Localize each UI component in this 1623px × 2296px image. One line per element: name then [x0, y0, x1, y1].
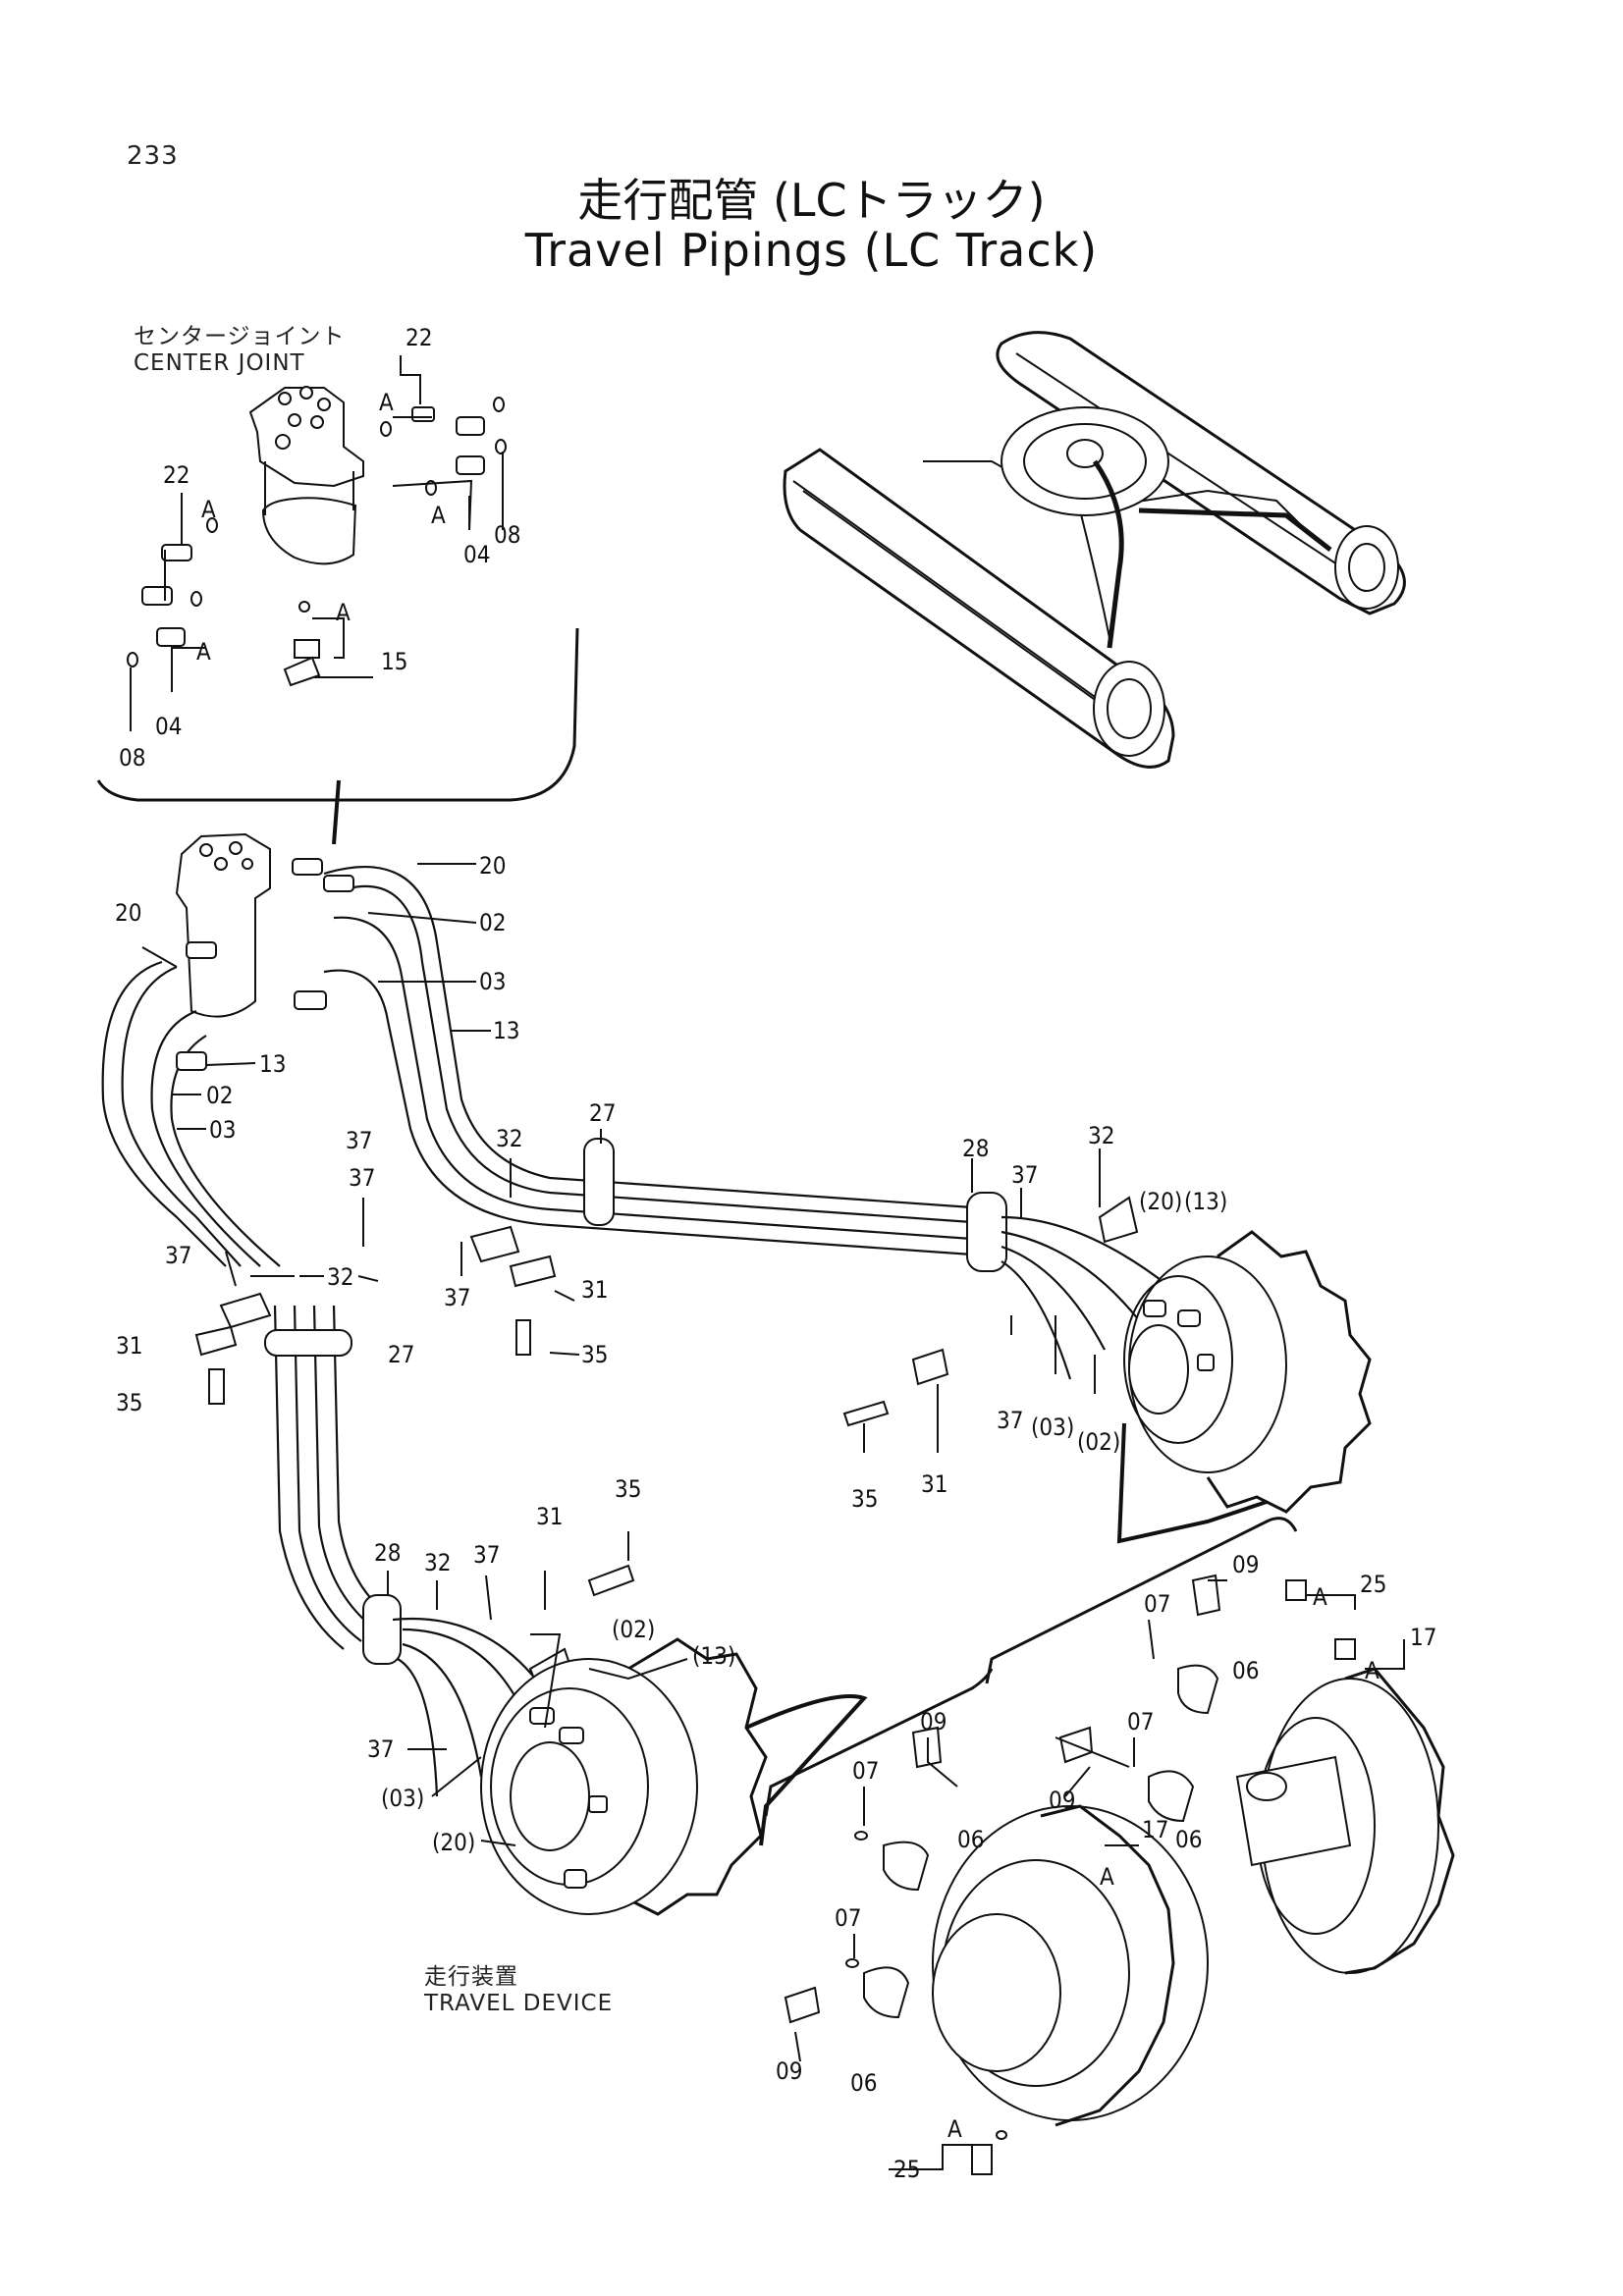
- callout-03: (03): [1031, 1414, 1074, 1441]
- callout-20: 20: [115, 899, 141, 927]
- callout-31: 31: [116, 1332, 142, 1360]
- callout-A: A: [1365, 1657, 1380, 1684]
- callout-20: 20: [479, 852, 506, 880]
- callout-32: 32: [496, 1125, 522, 1152]
- callout-A: A: [201, 496, 216, 523]
- callout-A: A: [947, 2115, 962, 2143]
- callout-37: 37: [1011, 1161, 1038, 1189]
- caption-travel-device-jp: 走行装置: [424, 1964, 518, 1990]
- callout-17: 17: [1142, 1816, 1168, 1843]
- callout-37: 37: [444, 1284, 470, 1311]
- callout-37: 37: [346, 1127, 372, 1154]
- callout-35: 35: [615, 1475, 641, 1503]
- callout-A: A: [336, 599, 351, 626]
- callout-07: 07: [1144, 1590, 1170, 1618]
- callout-35: 35: [116, 1389, 142, 1416]
- undercarriage-overview: [783, 331, 1406, 769]
- leader-lines-bottom: [794, 1579, 1405, 2170]
- callout-32: 32: [424, 1549, 451, 1576]
- callout-06: 06: [1175, 1826, 1202, 1853]
- callout-35: 35: [581, 1341, 608, 1368]
- travel-device-left: [480, 1637, 868, 1916]
- callout-06: 06: [1232, 1657, 1259, 1684]
- callout-09: 09: [1232, 1551, 1259, 1578]
- callout-15: 15: [381, 648, 407, 675]
- callout-09: 09: [1049, 1787, 1075, 1814]
- callout-07: 07: [1127, 1708, 1154, 1735]
- callout-03: 03: [479, 968, 506, 995]
- callout-04: 04: [155, 713, 182, 740]
- callout-A: A: [431, 502, 446, 529]
- callout-13: 13: [493, 1017, 519, 1044]
- caption-center-joint-en: CENTER JOINT: [134, 350, 305, 376]
- callout-32: 32: [1088, 1122, 1114, 1149]
- callout-25: 25: [1360, 1571, 1386, 1598]
- callout-22: 22: [406, 324, 432, 351]
- callout-08: 08: [494, 521, 520, 549]
- callout-37: 37: [367, 1735, 394, 1763]
- title-japanese: 走行配管 (LCトラック): [577, 174, 1046, 227]
- callout-31: 31: [536, 1503, 563, 1530]
- callout-02: 02: [479, 909, 506, 936]
- caption-center-joint-jp: センタージョイント: [134, 324, 346, 349]
- center-joint-detail: [96, 355, 579, 845]
- callout-20: (20): [432, 1829, 475, 1856]
- callout-37: 37: [473, 1541, 500, 1569]
- callout-09: 09: [920, 1708, 947, 1735]
- callout-A: A: [1313, 1583, 1327, 1611]
- callout-A: A: [379, 389, 394, 416]
- callout-27: 27: [388, 1341, 414, 1368]
- callout-20: (20): [1139, 1188, 1182, 1215]
- callout-07: 07: [852, 1757, 879, 1785]
- callout-A: A: [1100, 1863, 1114, 1891]
- callout-labels: 22 A 22 A A 04 08 A A 15 04 08 20 02 03 …: [115, 324, 1436, 2183]
- callout-37: 37: [997, 1407, 1023, 1434]
- callout-17: 17: [1410, 1624, 1436, 1651]
- callout-22: 22: [163, 461, 189, 489]
- page-number: 233: [127, 141, 179, 171]
- callout-02: (02): [1077, 1428, 1120, 1456]
- pipe-routing: [101, 832, 1169, 1797]
- callout-13: (13): [1184, 1188, 1227, 1215]
- callout-06: 06: [957, 1826, 984, 1853]
- callout-13: (13): [692, 1642, 735, 1670]
- caption-travel-device-en: TRAVEL DEVICE: [424, 1991, 614, 2016]
- callout-06: 06: [850, 2069, 877, 2097]
- travel-device-detail-center: [764, 1668, 1209, 2175]
- travel-device-right: [1116, 1230, 1372, 1544]
- leader-lines: [141, 863, 1101, 1846]
- callout-04: 04: [463, 541, 490, 568]
- callout-08: 08: [119, 744, 145, 772]
- callout-28: 28: [374, 1539, 401, 1567]
- callout-32: 32: [327, 1263, 353, 1291]
- callout-27: 27: [589, 1099, 616, 1127]
- callout-35: 35: [851, 1485, 878, 1513]
- callout-28: 28: [962, 1135, 989, 1162]
- callout-37: 37: [349, 1164, 375, 1192]
- travel-device-detail-right: [985, 1517, 1455, 1975]
- callout-A: A: [196, 638, 211, 666]
- callout-02: 02: [206, 1082, 233, 1109]
- callout-13: 13: [259, 1050, 286, 1078]
- title-english: Travel Pipings (LC Track): [524, 224, 1099, 277]
- callout-03: (03): [381, 1785, 424, 1812]
- callout-03: 03: [209, 1116, 236, 1144]
- callout-31: 31: [581, 1276, 608, 1304]
- callout-31: 31: [921, 1470, 947, 1498]
- callout-02: (02): [612, 1616, 655, 1643]
- callout-09: 09: [776, 2057, 802, 2085]
- callout-07: 07: [835, 1904, 861, 1932]
- callout-37: 37: [165, 1242, 191, 1269]
